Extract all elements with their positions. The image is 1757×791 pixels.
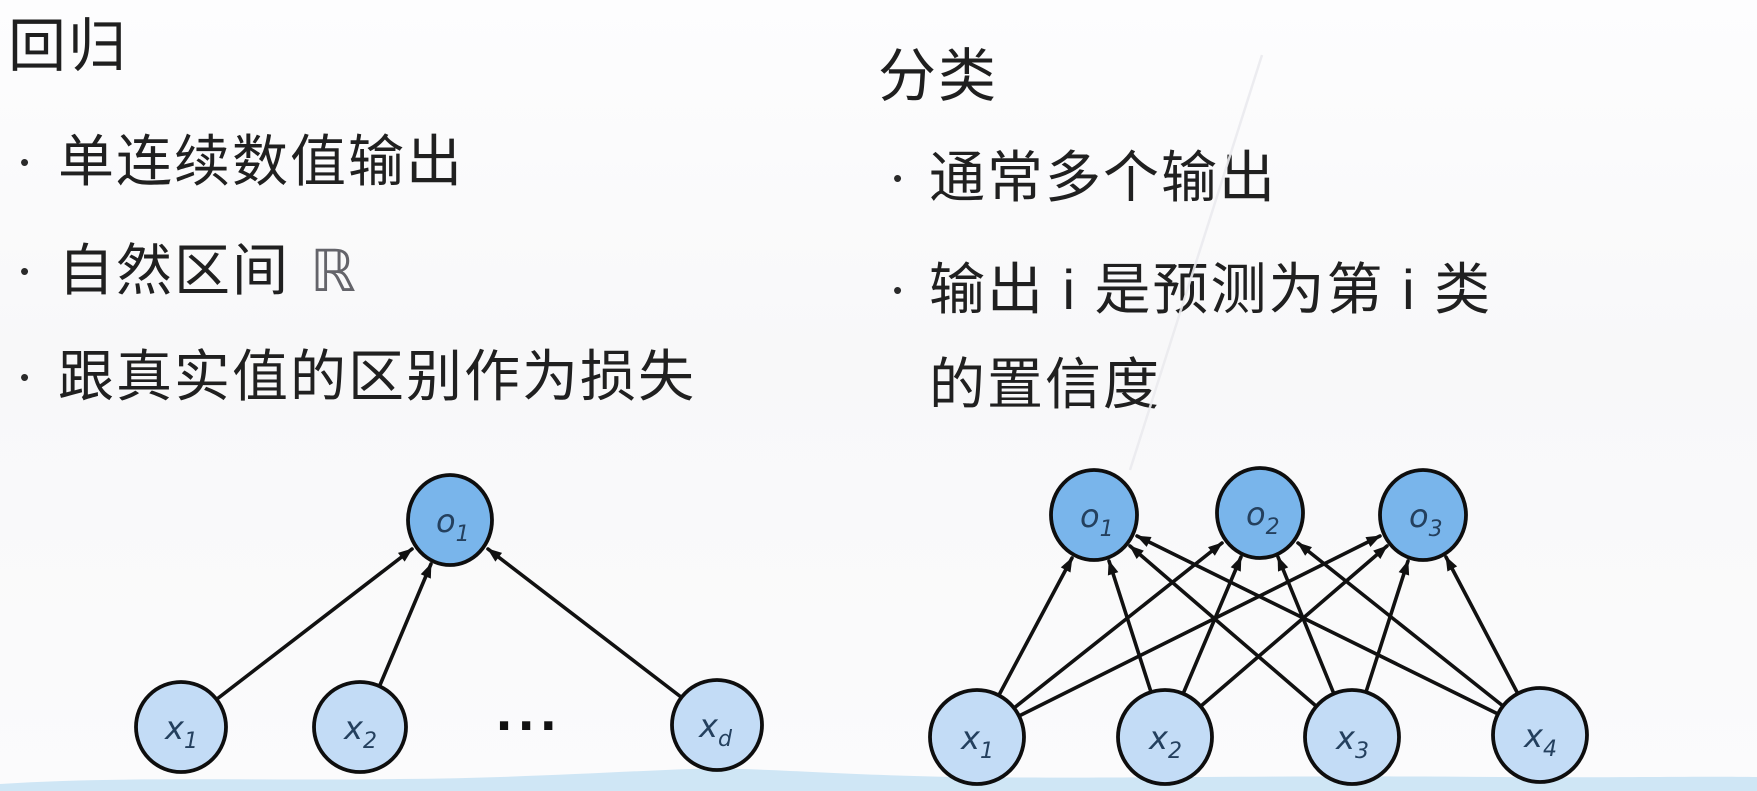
edge-x1-o3	[1017, 534, 1382, 718]
node-x1	[134, 680, 228, 774]
bullet-dot-icon: •	[20, 362, 32, 392]
node-o2	[1215, 466, 1305, 560]
label-xd: xd	[698, 707, 733, 752]
classification-bullet-2-line2: 的置信度	[929, 353, 1161, 416]
regression-bullet-2: • 自然区间 ℝ	[20, 242, 358, 300]
edge-x1-o2	[1012, 541, 1224, 710]
node-x2	[312, 680, 408, 774]
classification-bullet-2-line1: 输出 i 是预测为第 i 类	[929, 258, 1493, 321]
regression-bullet-3: • 跟真实值的区别作为损失	[20, 349, 696, 405]
node-x2	[1116, 688, 1214, 786]
regression-title: 回归	[8, 14, 129, 79]
edge-xd-o1	[486, 547, 683, 699]
real-numbers-symbol: ℝ	[310, 237, 358, 305]
regression-bullet-3-text: 跟真实值的区别作为损失	[58, 345, 696, 408]
regression-nodes	[134, 473, 764, 774]
regression-input-nodes	[134, 678, 764, 774]
edge-x2-o2	[1181, 555, 1243, 696]
edge-x4-o3	[1444, 555, 1520, 696]
edge-x3-o3	[1364, 559, 1410, 694]
bullet-dot-icon: •	[20, 256, 32, 286]
label-x1: x1	[960, 719, 994, 764]
bullet-dot-icon: •	[20, 147, 32, 177]
background-streak	[1128, 54, 1264, 471]
classification-bullet-2: • 输出 i 是预测为第 i 类	[893, 262, 1492, 318]
classification-edges	[997, 534, 1520, 718]
regression-bullet-1-text: 单连续数值输出	[58, 130, 464, 193]
node-x1	[928, 688, 1026, 786]
edge-x2-o1	[378, 562, 433, 687]
node-o3	[1378, 468, 1468, 562]
regression-output-nodes	[406, 473, 494, 567]
regression-bullet-2-text: 自然区间	[58, 239, 290, 302]
edge-x2-o1	[1107, 559, 1153, 694]
regression-bullet-1: • 单连续数值输出	[20, 134, 464, 190]
classification-title: 分类	[878, 44, 999, 109]
bottom-wave-strip	[0, 768, 1757, 791]
label-x1: x1	[164, 709, 198, 754]
bullet-dot-icon: •	[893, 275, 905, 305]
ellipsis-dots: ...	[496, 678, 562, 743]
edge-x3-o2	[1276, 555, 1336, 696]
node-xd	[670, 678, 764, 772]
edge-x1-o1	[997, 556, 1074, 697]
label-o1: o1	[1080, 497, 1114, 542]
classification-input-nodes	[928, 686, 1589, 786]
classification-nodes	[928, 466, 1589, 786]
classification-diagram: o1 o2 o3 x1 x2 x3 x4	[928, 466, 1589, 786]
regression-node-labels: o1 x1 x2 xd	[164, 502, 733, 754]
node-x3	[1303, 688, 1401, 786]
classification-output-nodes	[1049, 466, 1468, 562]
bullet-dot-icon: •	[893, 163, 905, 193]
node-x4	[1491, 686, 1589, 784]
edge-x3-o1	[1128, 544, 1318, 708]
edge-x4-o2	[1296, 541, 1505, 708]
node-o1	[406, 473, 494, 567]
regression-diagram: o1 x1 x2 xd ...	[134, 473, 764, 774]
label-x4: x4	[1523, 717, 1557, 762]
label-o2: o2	[1246, 495, 1280, 540]
node-o1	[1049, 468, 1139, 562]
label-o1: o1	[436, 502, 470, 547]
classification-node-labels: o1 o2 o3 x1 x2 x3 x4	[960, 495, 1557, 764]
label-x3: x3	[1335, 719, 1369, 764]
edge-x4-o1	[1135, 534, 1500, 716]
label-o3: o3	[1409, 497, 1443, 542]
regression-edges	[215, 547, 683, 701]
label-x2: x2	[1148, 719, 1182, 764]
edge-x1-o1	[215, 547, 414, 701]
edge-x2-o3	[1199, 544, 1389, 708]
label-x2: x2	[343, 709, 377, 754]
